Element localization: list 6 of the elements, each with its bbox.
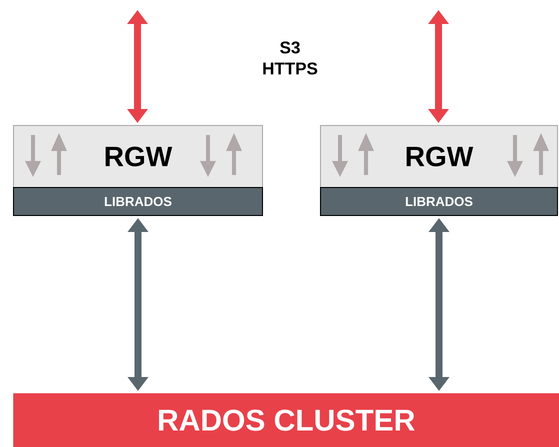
- library-bar: LIBRADOS: [13, 187, 263, 216]
- process-box: RGW: [13, 125, 263, 188]
- protocol-label: S3 HTTPS: [263, 41, 318, 75]
- process-box: RGW: [320, 125, 558, 188]
- cluster-bar: RADOS CLUSTER: [13, 393, 559, 447]
- library-bar: LIBRADOS: [320, 187, 558, 216]
